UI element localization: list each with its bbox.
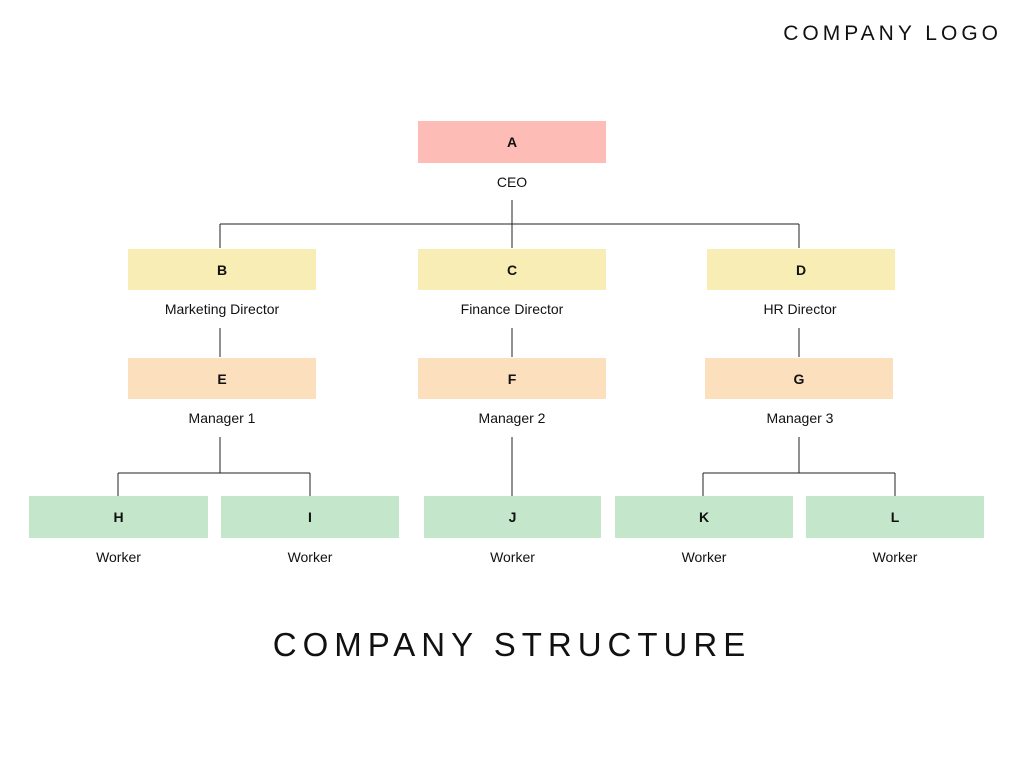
org-node-k: K (615, 496, 793, 538)
org-role-f: Manager 2 (478, 410, 546, 426)
company-logo: COMPANY LOGO (783, 22, 1002, 45)
page-title: COMPANY STRUCTURE (272, 626, 752, 663)
org-role-k: Worker (681, 549, 727, 565)
org-node-i: I (221, 496, 399, 538)
org-role-h: Worker (96, 549, 141, 565)
org-role-a: CEO (496, 174, 528, 190)
org-node-a: A (418, 121, 606, 163)
org-node-j: J (424, 496, 601, 538)
org-role-g: Manager 3 (766, 410, 834, 426)
org-role-b: Marketing Director (164, 301, 280, 317)
org-role-i: Worker (287, 549, 333, 565)
org-node-g: G (705, 358, 893, 399)
org-node-b: B (128, 249, 316, 290)
org-role-c: Finance Director (460, 301, 564, 317)
org-role-l: Worker (872, 549, 918, 565)
org-role-d: HR Director (763, 301, 837, 317)
org-role-e: Manager 1 (188, 410, 256, 426)
org-node-h: H (29, 496, 208, 538)
org-node-l: L (806, 496, 984, 538)
org-node-e: E (128, 358, 316, 399)
org-role-j: Worker (490, 549, 535, 565)
org-node-d: D (707, 249, 895, 290)
org-node-c: C (418, 249, 606, 290)
org-node-f: F (418, 358, 606, 399)
